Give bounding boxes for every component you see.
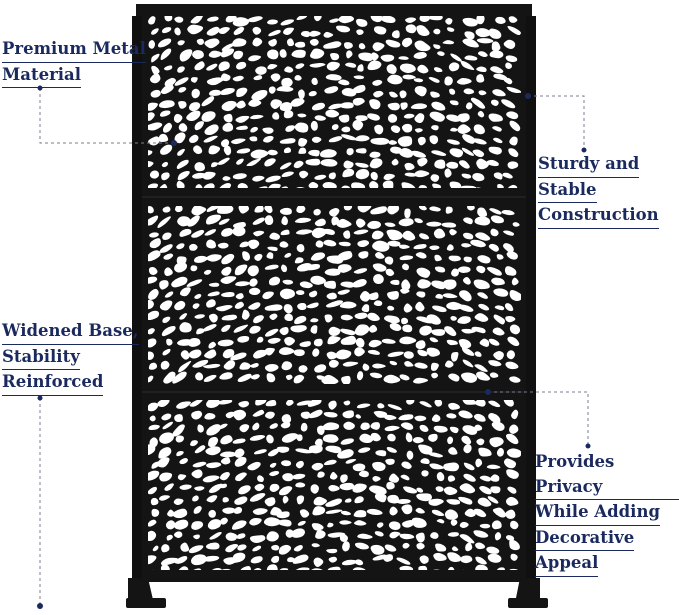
callout-material-line-2: Material [2, 63, 81, 89]
callout-base-line-3: Reinforced [2, 370, 104, 396]
left-foot-plate [126, 598, 166, 608]
callout-material-line-1: Premium Metal [2, 37, 146, 63]
callout-base: Widened Base, Stability Reinforced [2, 319, 139, 396]
callout-privacy-line-2: While Adding [535, 500, 660, 526]
callout-construction-line-3: Construction [538, 203, 659, 229]
callout-privacy-line-3: Decorative [535, 526, 635, 552]
left-post [132, 16, 142, 582]
panel-bottom [148, 400, 521, 570]
callout-construction: Sturdy and Stable Construction [538, 152, 659, 229]
panel-middle [148, 206, 521, 384]
callout-base-line-2: Stability [2, 345, 80, 371]
callout-base-line-1: Widened Base, [2, 319, 139, 345]
panel-top [148, 16, 521, 188]
right-foot-plate [508, 598, 548, 608]
callout-privacy-line-1: Provides Privacy [535, 450, 679, 501]
callout-construction-line-1: Sturdy and [538, 152, 640, 178]
right-post [526, 16, 536, 582]
callout-material: Premium Metal Material [2, 37, 146, 89]
callout-construction-line-2: Stable [538, 178, 597, 204]
callout-privacy: Provides Privacy While Adding Decorative… [535, 450, 679, 577]
callout-privacy-line-4: Appeal [535, 551, 599, 577]
